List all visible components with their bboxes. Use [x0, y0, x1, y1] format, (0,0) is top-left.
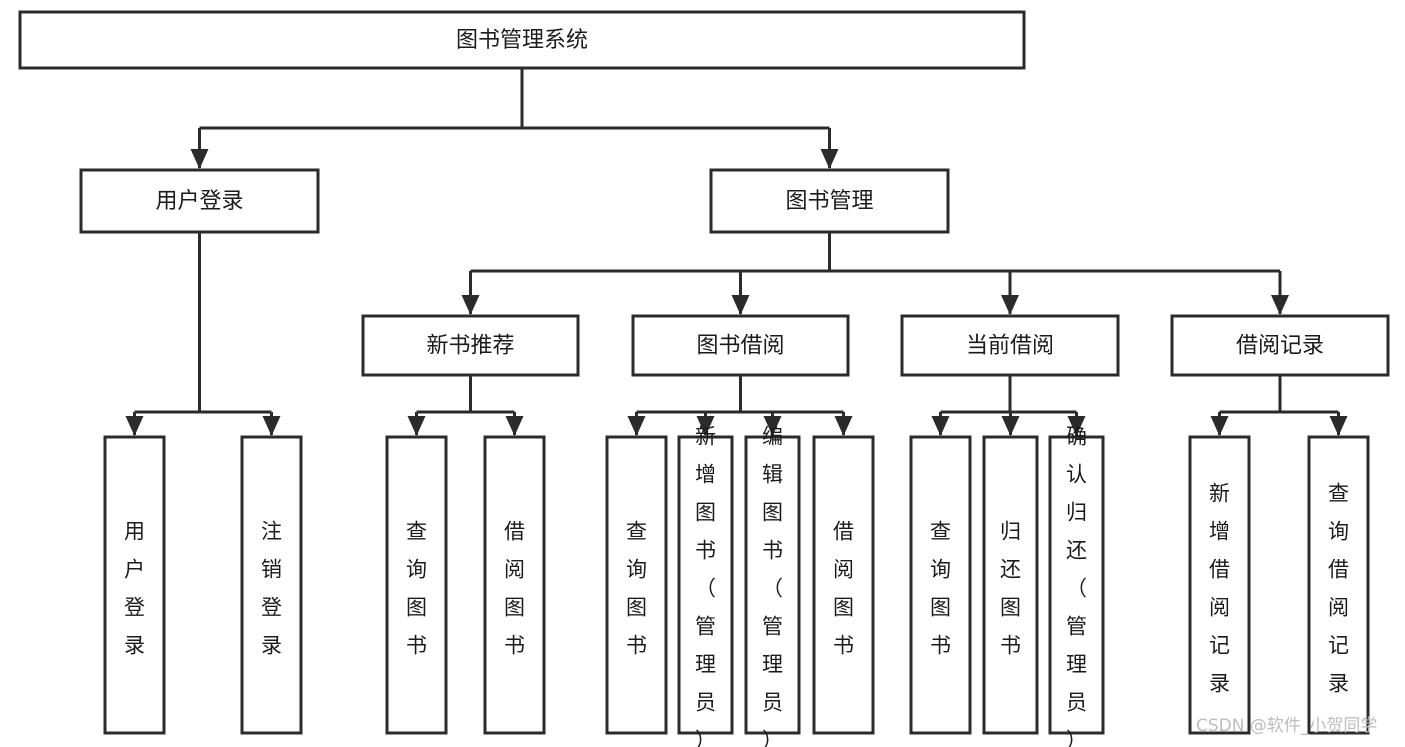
node-box-leaf-borrow-book-2 — [812, 435, 875, 735]
node-leaf-borrow-book-1[interactable]: 借阅图书 — [483, 435, 546, 735]
node-label-leaf-query-book-3: 查询图书 — [930, 520, 951, 658]
arrow-head-icon-book-borrow-1 — [696, 416, 715, 436]
node-box-borrow-record — [1170, 314, 1390, 377]
node-book-borrow[interactable]: 图书借阅 — [631, 314, 850, 377]
node-leaf-user-login[interactable]: 用户登录 — [103, 435, 166, 735]
node-label-leaf-logout-login: 注销登录 — [261, 520, 282, 658]
node-box-leaf-query-book-2 — [605, 435, 668, 735]
node-leaf-query-book-3[interactable]: 查询图书 — [909, 435, 972, 735]
node-label-leaf-edit-book: 编辑图书（管理员） — [762, 425, 783, 747]
node-leaf-borrow-book-2[interactable]: 借阅图书 — [812, 435, 875, 735]
node-box-book-manage — [709, 168, 950, 234]
node-label-root: 图书管理系统 — [456, 28, 588, 53]
arrow-head-icon-user-login-0 — [125, 416, 144, 436]
node-box-leaf-add-book — [677, 435, 734, 735]
node-label-new-book-recommend: 新书推荐 — [426, 334, 514, 359]
arrow-head-icon-level3-0 — [461, 295, 480, 315]
arrow-head-icon-level2-1 — [820, 149, 839, 169]
node-label-leaf-return-book: 归还图书 — [1000, 520, 1021, 658]
node-leaf-return-book[interactable]: 归还图书 — [982, 435, 1039, 735]
arrow-head-icon-book-borrow-3 — [834, 416, 853, 436]
node-label-leaf-add-book: 新增图书（管理员） — [695, 425, 716, 747]
node-box-root — [18, 10, 1026, 70]
node-leaf-confirm-return[interactable]: 确认归还（管理员） — [1048, 425, 1105, 747]
arrow-head-icon-level3-2 — [1001, 295, 1019, 315]
node-box-leaf-user-login — [103, 435, 166, 735]
node-box-leaf-confirm-return — [1048, 435, 1105, 735]
node-leaf-logout-login[interactable]: 注销登录 — [240, 435, 303, 735]
node-box-leaf-query-book-3 — [909, 435, 972, 735]
node-box-user-login — [79, 168, 320, 234]
node-label-current-borrow: 当前借阅 — [966, 334, 1054, 359]
node-box-new-book-recommend — [361, 314, 580, 377]
node-box-leaf-add-borrow-record — [1188, 435, 1251, 735]
arrow-head-icon-user-login-1 — [262, 416, 281, 436]
node-root[interactable]: 图书管理系统 — [18, 10, 1026, 70]
node-box-current-borrow — [900, 314, 1120, 377]
node-label-leaf-query-borrow-record: 查询借阅记录 — [1328, 482, 1349, 696]
node-label-book-borrow: 图书借阅 — [696, 334, 784, 359]
node-leaf-query-book-1[interactable]: 查询图书 — [385, 435, 448, 735]
node-current-borrow[interactable]: 当前借阅 — [900, 314, 1120, 377]
node-borrow-record[interactable]: 借阅记录 — [1170, 314, 1390, 377]
node-label-leaf-query-book-1: 查询图书 — [406, 520, 427, 658]
node-leaf-query-book-2[interactable]: 查询图书 — [605, 435, 668, 735]
arrow-head-icon-new-book-recommend-1 — [505, 416, 524, 436]
arrow-head-icon-new-book-recommend-0 — [407, 416, 426, 436]
arrow-head-icon-level2-0 — [190, 149, 209, 169]
node-leaf-add-book[interactable]: 新增图书（管理员） — [677, 425, 734, 747]
node-box-leaf-return-book — [982, 435, 1039, 735]
node-label-borrow-record: 借阅记录 — [1236, 334, 1324, 359]
arrow-head-icon-level3-3 — [1271, 295, 1289, 315]
arrow-head-icon-borrow-record-0 — [1210, 416, 1229, 436]
node-label-user-login: 用户登录 — [155, 189, 243, 214]
node-label-leaf-add-borrow-record: 新增借阅记录 — [1209, 482, 1230, 696]
node-label-leaf-confirm-return: 确认归还（管理员） — [1066, 425, 1087, 747]
node-label-leaf-user-login: 用户登录 — [124, 520, 145, 658]
node-user-login[interactable]: 用户登录 — [79, 168, 320, 234]
node-leaf-query-borrow-record[interactable]: 查询借阅记录 — [1307, 435, 1370, 735]
node-box-leaf-borrow-book-1 — [483, 435, 546, 735]
node-box-leaf-edit-book — [744, 435, 801, 735]
node-box-leaf-logout-login — [240, 435, 303, 735]
watermark-label: CSDN @软件_小贺同学 — [1196, 716, 1377, 736]
node-leaf-add-borrow-record[interactable]: 新增借阅记录 — [1188, 435, 1251, 735]
node-new-book-recommend[interactable]: 新书推荐 — [361, 314, 580, 377]
arrow-head-icon-borrow-record-1 — [1329, 416, 1348, 436]
node-leaf-edit-book[interactable]: 编辑图书（管理员） — [744, 425, 801, 747]
node-box-leaf-query-borrow-record — [1307, 435, 1370, 735]
node-box-book-borrow — [631, 314, 850, 377]
node-label-book-manage: 图书管理 — [785, 189, 873, 214]
arrow-head-icon-current-borrow-2 — [1067, 416, 1086, 436]
node-book-manage[interactable]: 图书管理 — [709, 168, 950, 234]
arrow-head-icon-book-borrow-0 — [627, 416, 646, 436]
connector-layer — [125, 68, 1348, 436]
node-layer: 图书管理系统用户登录图书管理新书推荐图书借阅当前借阅借阅记录用户登录注销登录查询… — [18, 10, 1390, 747]
arrow-head-icon-book-borrow-2 — [763, 416, 782, 436]
arrow-head-icon-current-borrow-1 — [1001, 416, 1020, 436]
node-label-leaf-query-book-2: 查询图书 — [626, 520, 647, 658]
arrow-head-icon-level3-1 — [731, 295, 750, 315]
node-box-leaf-query-book-1 — [385, 435, 448, 735]
node-label-leaf-borrow-book-2: 借阅图书 — [833, 520, 854, 658]
arrow-head-icon-current-borrow-0 — [931, 416, 950, 436]
node-label-leaf-borrow-book-1: 借阅图书 — [504, 520, 525, 658]
